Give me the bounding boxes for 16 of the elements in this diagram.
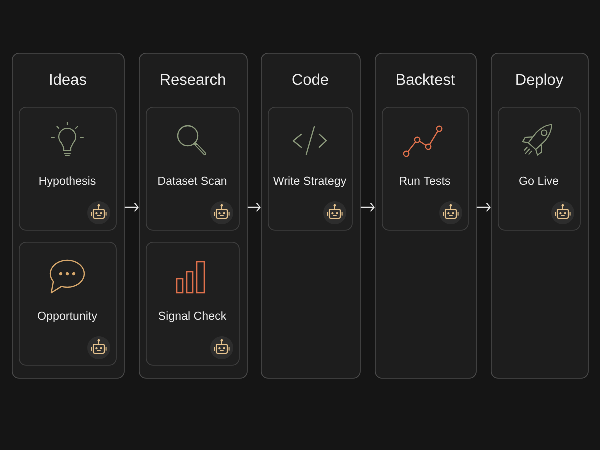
arrow [476,202,491,212]
arrow [124,202,139,212]
column-title: Ideas [50,74,86,86]
step-card: Signal Check [146,242,240,366]
column-title: Deploy [516,74,564,88]
column-title: Research [161,74,226,86]
step-card: Write Strategy [268,107,353,231]
step-card: Go Live [498,107,581,231]
step-card: Opportunity [19,242,117,366]
arrow [248,202,261,212]
arrow [360,202,375,212]
column-title: Code [292,74,328,86]
step-card: Dataset Scan [146,107,240,231]
step-card: Run Tests [382,107,469,231]
step-card: Hypothesis [19,107,117,231]
column-title: Backtest [397,74,456,86]
